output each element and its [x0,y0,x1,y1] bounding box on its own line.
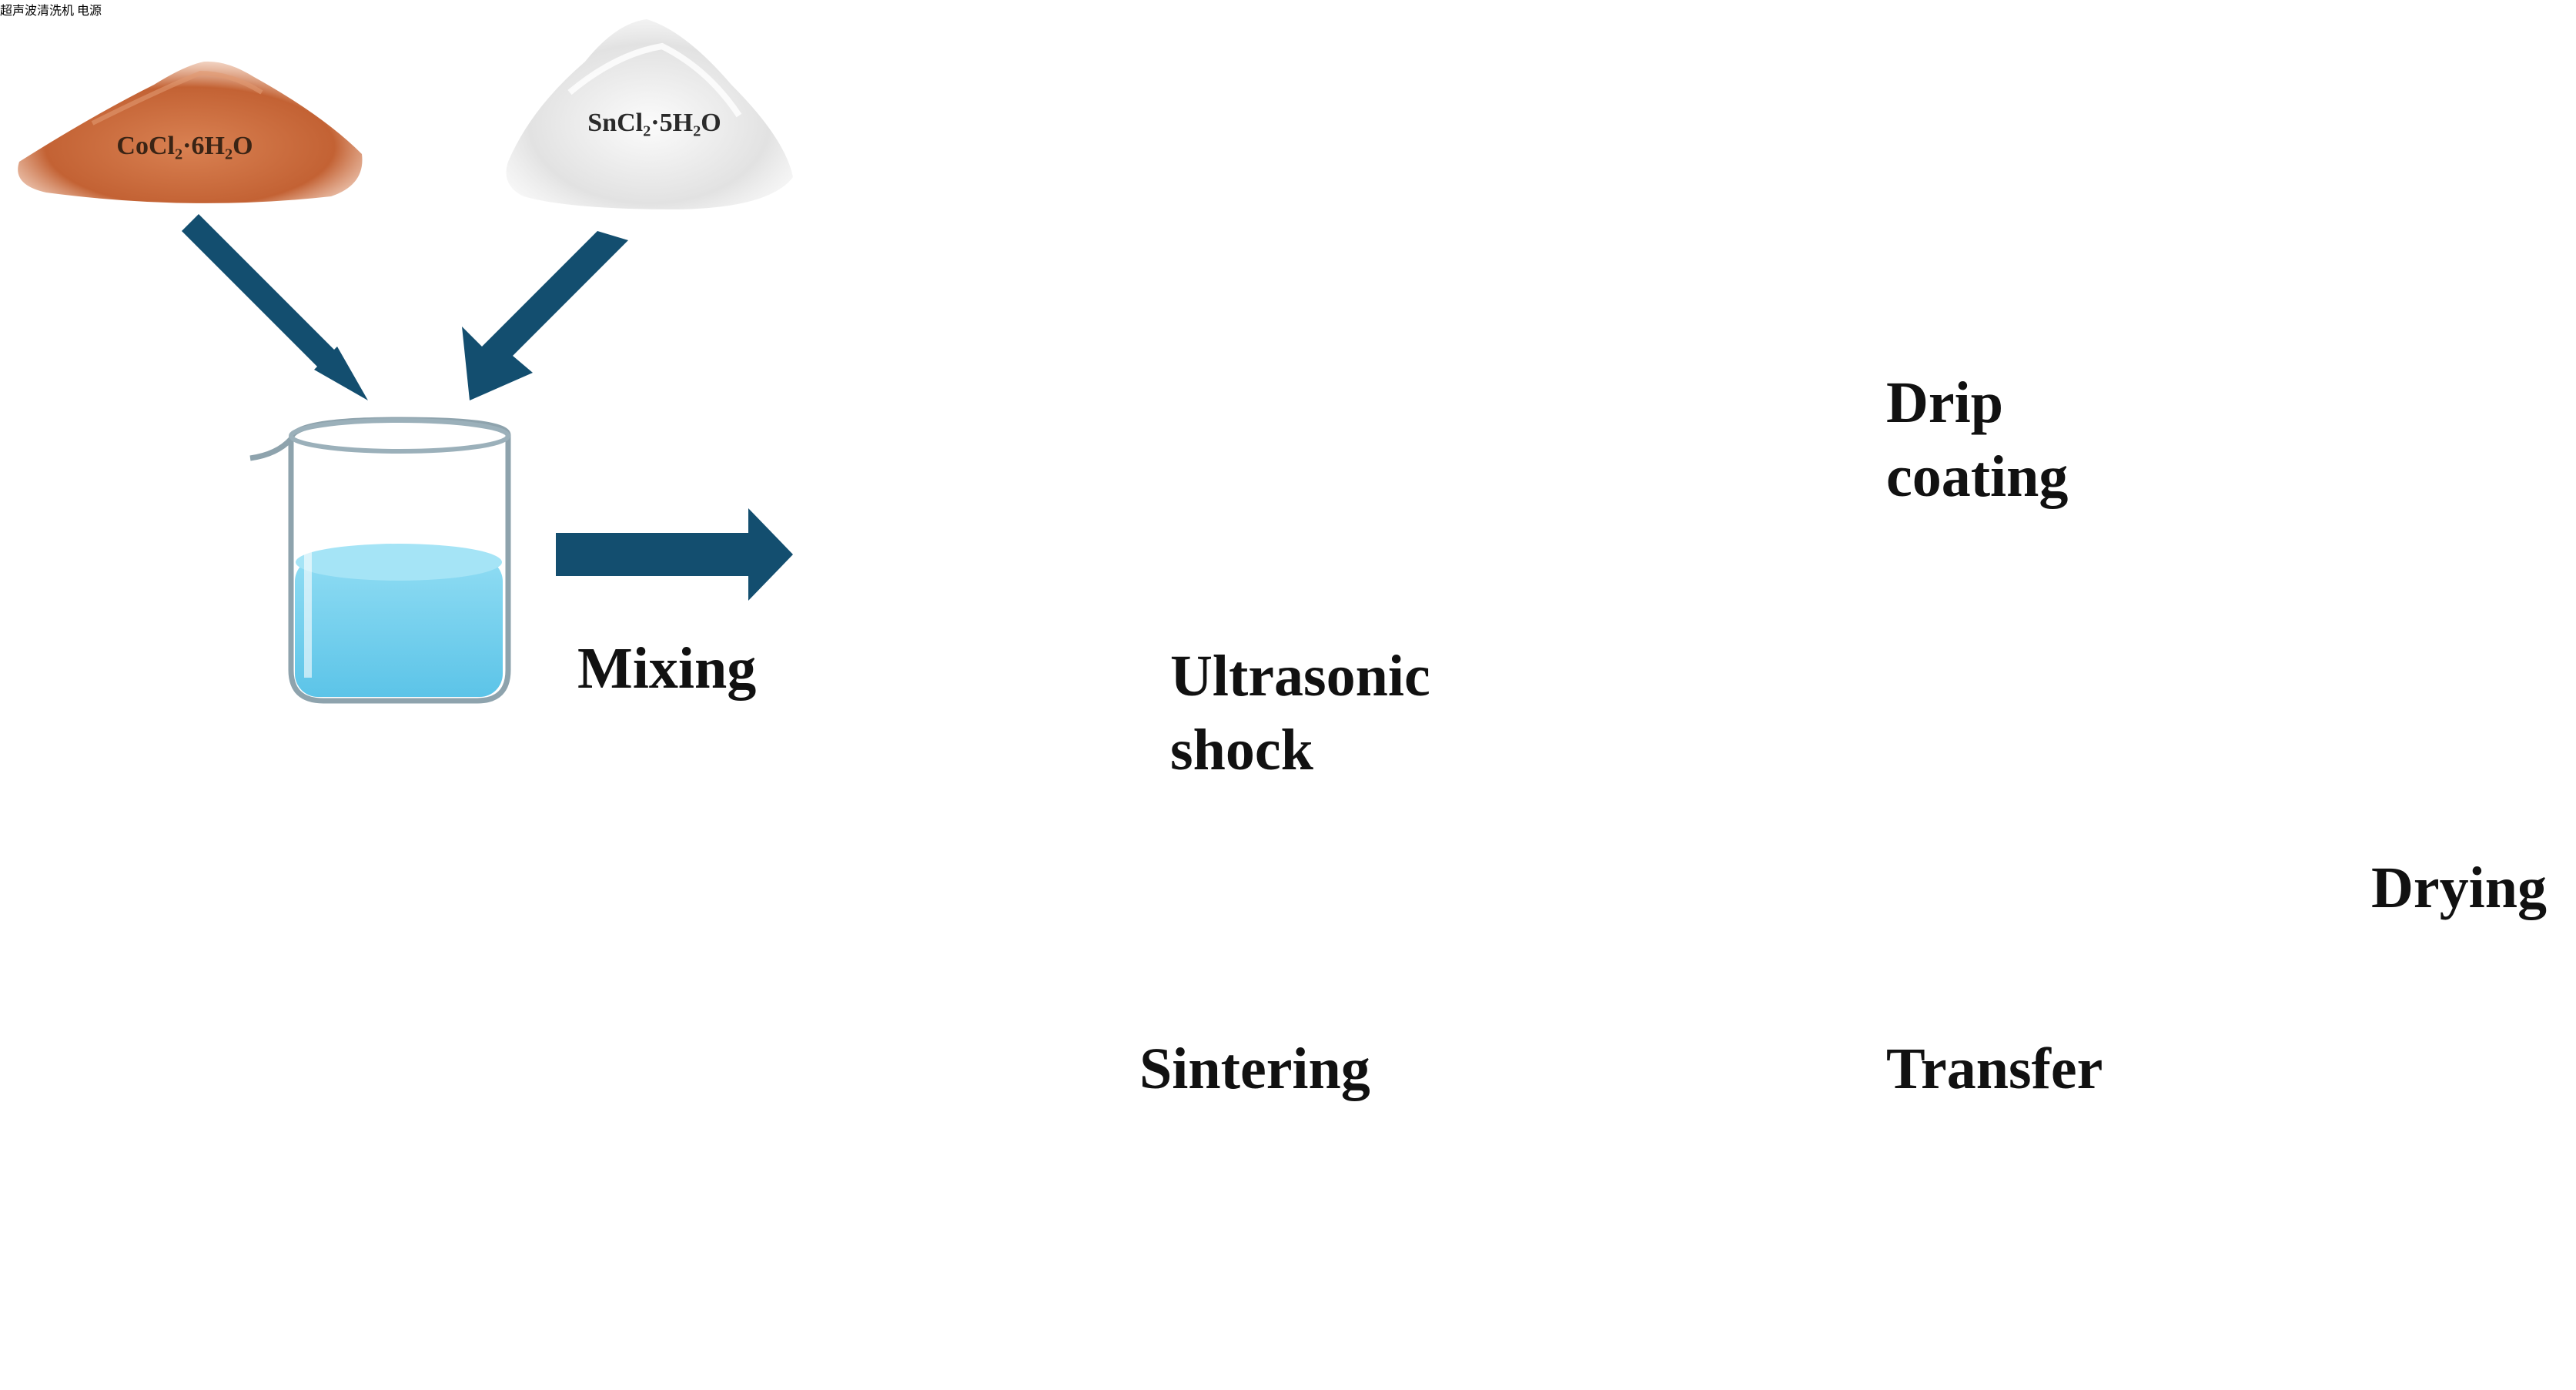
sintering-label: Sintering [1139,1037,1370,1101]
ultrasonic-shock-line2: shock [1170,718,1313,782]
drip-coating-label: Drip coating [1886,366,2068,514]
transfer-label: Transfer [1886,1037,2103,1101]
drip-coating-line2: coating [1886,444,2069,509]
ultrasonic-cleaner-label: 超声波清洗机 [0,5,75,18]
ultrasonic-cleaner-icon: 超声波清洗机 电源 [0,5,102,18]
drip-coating-line1: Drip [1886,370,2003,435]
arrow-ultrasonic: 超声波清洗机 电源 [0,5,2547,1101]
ultrasonic-shock-label: Ultrasonic shock [1170,639,1430,787]
arrow-tin-to-beaker [462,231,628,400]
arrow-cobalt-to-beaker [182,214,368,400]
tin-chloride-label: SnCl₂·5H₂O [587,109,721,137]
ultrasonic-power-label: 电源 [77,5,102,18]
drying-label: Drying [2371,856,2547,920]
cobalt-chloride-label: CoCl₂·6H₂O [116,132,253,160]
ultrasonic-shock-line1: Ultrasonic [1170,644,1430,708]
mixing-label: Mixing [577,636,757,701]
cobalt-chloride-powder: CoCl₂·6H₂O [18,61,363,203]
beaker-icon [249,417,511,704]
arrow-mixing [556,508,793,601]
tin-chloride-powder: SnCl₂·5H₂O [506,19,793,209]
